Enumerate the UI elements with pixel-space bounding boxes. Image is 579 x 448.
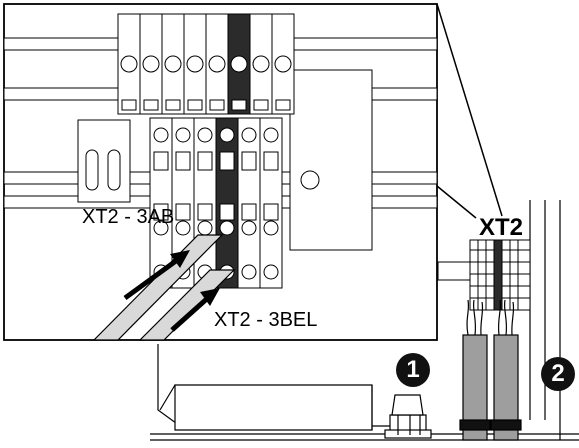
terminal-top — [139, 13, 163, 115]
terminal-label-3bel: XT2 - 3BEL — [214, 309, 318, 331]
insert-arrow-ab — [123, 250, 190, 301]
cable-bel — [138, 269, 236, 341]
terminal-top — [271, 13, 295, 115]
terminal-bottom — [259, 117, 283, 289]
insert-arrow-bel — [170, 288, 220, 332]
terminal-bottom — [237, 117, 261, 289]
enclosure-bottom — [150, 200, 579, 441]
callout-badge-1: 1 — [396, 353, 430, 387]
terminal-top — [183, 13, 207, 115]
terminal-block-stack — [117, 13, 295, 289]
callout-leader — [436, 3, 503, 219]
terminal-label-3ab: XT2 - 3AB — [82, 206, 175, 228]
end-clamp-left — [77, 119, 131, 203]
terminal-top — [249, 13, 273, 115]
terminal-bottom — [149, 117, 173, 289]
terminal-top — [205, 13, 229, 115]
end-stop-right — [289, 69, 373, 251]
terminal-block-label: XT2 — [479, 214, 524, 241]
terminal-top — [161, 13, 185, 115]
lower-cables — [459, 299, 522, 441]
terminal-bottom — [193, 117, 217, 289]
callout-badge-2: 2 — [541, 357, 575, 391]
terminal-bottom — [215, 117, 239, 289]
terminal-top — [117, 13, 141, 115]
terminal-top — [227, 13, 251, 115]
xt2-terminal-block-small — [437, 239, 531, 311]
detail-callout — [3, 3, 438, 341]
